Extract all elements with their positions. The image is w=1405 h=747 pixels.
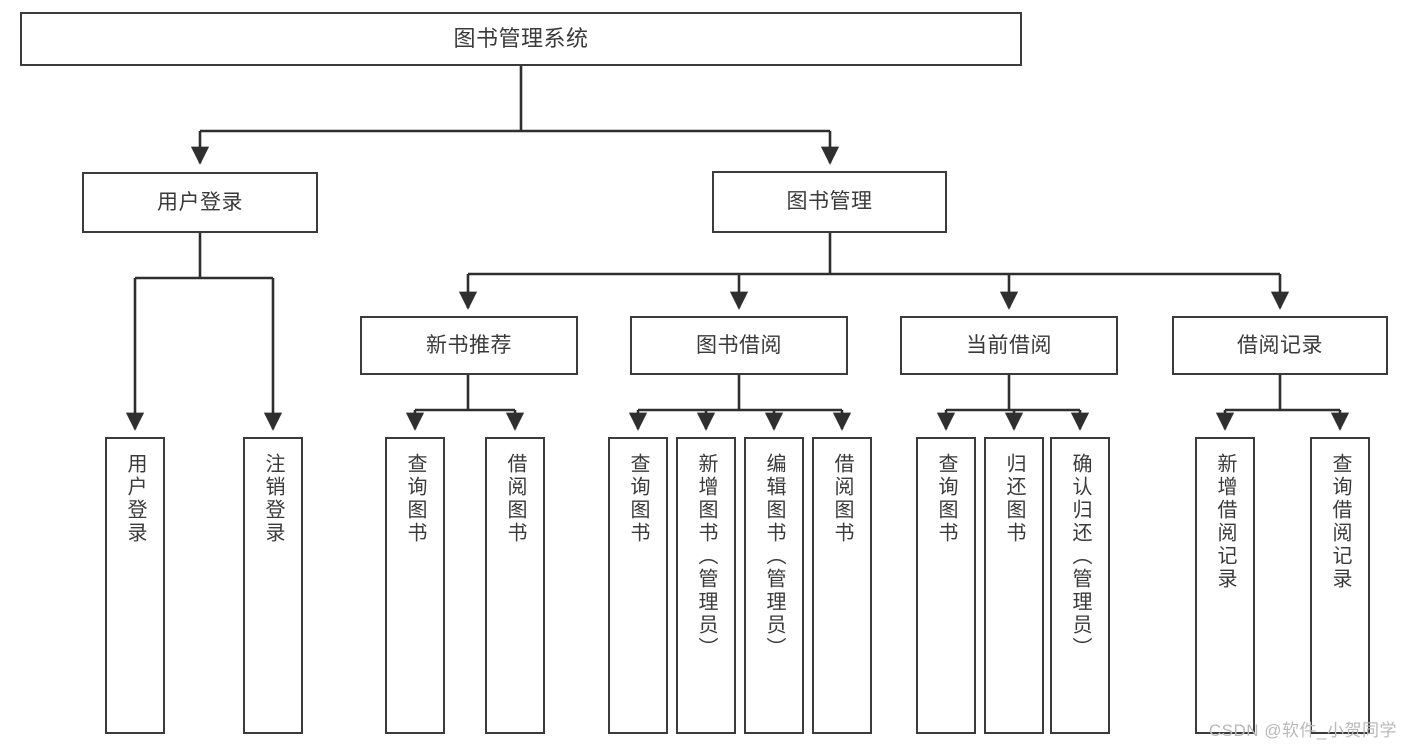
node-current-borrow[interactable]: 当前借阅 xyxy=(900,316,1118,375)
watermark: CSDN @软件_小贺同学 xyxy=(1208,721,1397,740)
node-book-management[interactable]: 图书管理 xyxy=(712,171,947,233)
leaf-add-book[interactable]: 新增图书（管理员） xyxy=(676,437,736,734)
leaf-edit-book[interactable]: 编辑图书（管理员） xyxy=(744,437,804,734)
leaf-query-book-3-label: 查询图书 xyxy=(935,453,957,545)
leaf-query-book-2-label: 查询图书 xyxy=(627,453,649,545)
leaf-query-record[interactable]: 查询借阅记录 xyxy=(1310,437,1370,734)
node-new-book-recommend-label: 新书推荐 xyxy=(426,333,512,357)
leaf-borrow-book-1-label: 借阅图书 xyxy=(504,453,526,545)
node-user-login-label: 用户登录 xyxy=(157,190,243,214)
leaf-query-book-1-label: 查询图书 xyxy=(404,453,426,545)
node-root[interactable]: 图书管理系统 xyxy=(20,12,1022,66)
leaf-edit-book-label: 编辑图书（管理员） xyxy=(763,453,785,660)
leaf-return-book-label: 归还图书 xyxy=(1003,453,1025,545)
node-user-login[interactable]: 用户登录 xyxy=(82,172,318,233)
leaf-borrow-book-2[interactable]: 借阅图书 xyxy=(812,437,872,734)
node-book-management-label: 图书管理 xyxy=(786,190,873,214)
leaf-logout-label: 注销登录 xyxy=(262,453,284,545)
node-book-borrow-label: 图书借阅 xyxy=(696,333,782,357)
leaf-add-record[interactable]: 新增借阅记录 xyxy=(1195,437,1255,734)
leaf-query-book-2[interactable]: 查询图书 xyxy=(608,437,668,734)
leaf-borrow-book-1[interactable]: 借阅图书 xyxy=(485,437,545,734)
leaf-borrow-book-2-label: 借阅图书 xyxy=(831,453,853,545)
leaf-logout[interactable]: 注销登录 xyxy=(243,437,303,734)
node-current-borrow-label: 当前借阅 xyxy=(966,333,1052,357)
leaf-query-record-label: 查询借阅记录 xyxy=(1329,453,1351,591)
node-root-label: 图书管理系统 xyxy=(453,25,589,51)
node-borrow-record-label: 借阅记录 xyxy=(1237,333,1323,357)
leaf-user-login-label: 用户登录 xyxy=(124,453,146,545)
leaf-add-book-label: 新增图书（管理员） xyxy=(695,453,717,660)
node-borrow-record[interactable]: 借阅记录 xyxy=(1172,316,1388,375)
leaf-query-book-3[interactable]: 查询图书 xyxy=(916,437,976,734)
node-new-book-recommend[interactable]: 新书推荐 xyxy=(360,316,578,375)
leaf-confirm-return-label: 确认归还（管理员） xyxy=(1069,453,1091,660)
node-book-borrow[interactable]: 图书借阅 xyxy=(630,316,848,375)
leaf-query-book-1[interactable]: 查询图书 xyxy=(385,437,445,734)
leaf-confirm-return[interactable]: 确认归还（管理员） xyxy=(1050,437,1110,734)
leaf-return-book[interactable]: 归还图书 xyxy=(984,437,1044,734)
leaf-user-login[interactable]: 用户登录 xyxy=(105,437,165,734)
leaf-add-record-label: 新增借阅记录 xyxy=(1214,453,1236,591)
